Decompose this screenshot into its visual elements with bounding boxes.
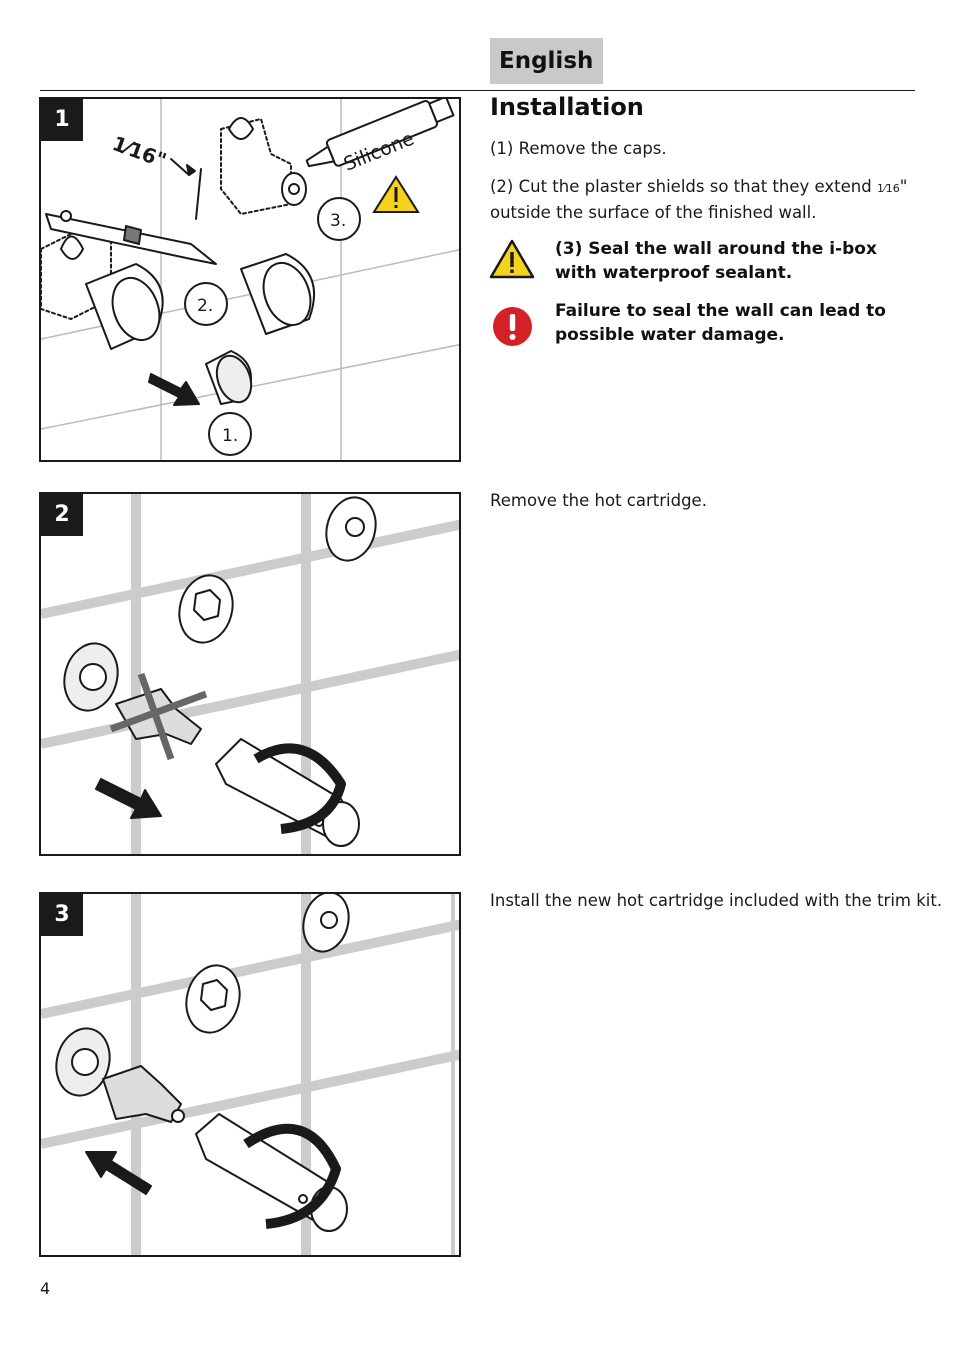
step-1-text-2-frac: 1⁄16 <box>876 182 900 195</box>
step-1-text-1: (1) Remove the caps. <box>490 139 667 158</box>
exclamation-circle-icon <box>493 307 532 346</box>
danger-text: Failure to seal the wall can lead to pos… <box>555 299 915 347</box>
step-number-3: 3 <box>41 894 83 936</box>
language-tab: English <box>490 38 603 84</box>
header-rule <box>40 90 915 91</box>
callout-1: 1. <box>222 426 238 446</box>
danger-line-2: possible water damage. <box>555 325 785 345</box>
figure-step-1: 1 <box>39 97 461 462</box>
warning-triangle-icon <box>489 239 535 279</box>
step-1-text-2-prefix: (2) Cut the plaster shields so that they… <box>490 177 877 196</box>
caution-line-1: (3) Seal the wall around the i-box <box>555 239 877 259</box>
illustration-step-3 <box>41 894 459 1255</box>
step-3-text: Install the new hot cartridge included w… <box>490 891 943 910</box>
step-1-text-2: (2) Cut the plaster shields so that they… <box>490 175 907 225</box>
danger-line-1: Failure to seal the wall can lead to <box>555 301 886 321</box>
section-title: Installation <box>490 93 644 121</box>
figure-step-2: 2 <box>39 492 461 856</box>
caution-text: (3) Seal the wall around the i-box with … <box>555 237 915 285</box>
illustration-step-1: 1⁄16" Silicone 2. 3. 1. <box>41 99 459 460</box>
step-number-1: 1 <box>41 99 83 141</box>
callout-3: 3. <box>330 211 346 231</box>
page-number: 4 <box>40 1279 51 1298</box>
step-number-2: 2 <box>41 494 83 536</box>
step-1-text-2-line2: outside the surface of the finished wall… <box>490 203 817 222</box>
warning-triangle-icon <box>372 175 420 213</box>
step-1-text-2-suffix: " <box>899 177 908 196</box>
illustration-step-2 <box>41 494 459 854</box>
caution-line-2: with waterproof sealant. <box>555 263 793 283</box>
step-2-text: Remove the hot cartridge. <box>490 491 707 510</box>
figure-step-3: 3 <box>39 892 461 1257</box>
callout-2: 2. <box>197 296 213 316</box>
